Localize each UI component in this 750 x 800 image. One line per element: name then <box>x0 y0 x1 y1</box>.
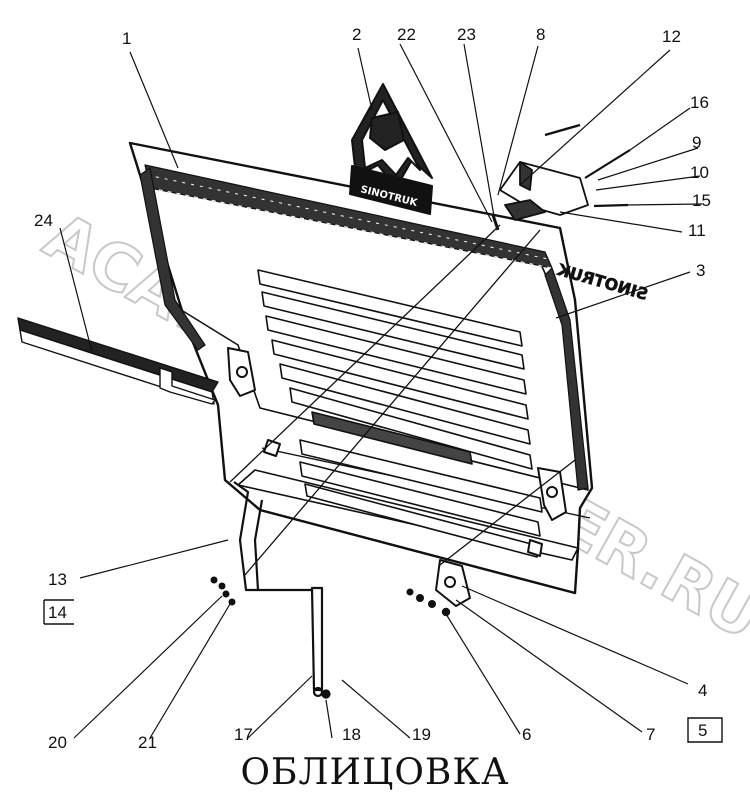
leader-lines <box>59 43 703 739</box>
support-rod <box>233 481 331 699</box>
callout-18: 18 <box>342 725 361 744</box>
callout-3: 3 <box>696 261 705 280</box>
callout-19: 19 <box>412 725 431 744</box>
right-hinge <box>527 467 567 557</box>
callout-17: 17 <box>234 725 253 744</box>
callout-1: 1 <box>122 29 131 48</box>
callout-labels: 1 2 22 23 8 12 16 9 10 15 11 3 24 13 14 … <box>34 25 711 752</box>
callout-12: 12 <box>662 27 681 46</box>
callout-23: 23 <box>457 25 476 44</box>
callout-4: 4 <box>698 681 707 700</box>
seal-strip <box>17 317 219 405</box>
callout-14: 14 <box>48 603 67 622</box>
callout-10: 10 <box>690 163 709 182</box>
callout-9: 9 <box>692 133 701 152</box>
callout-21: 21 <box>138 733 157 752</box>
fasteners <box>210 576 236 606</box>
callout-2: 2 <box>352 25 361 44</box>
callout-7: 7 <box>646 725 655 744</box>
callout-15: 15 <box>692 191 711 210</box>
callout-24: 24 <box>34 211 53 230</box>
callout-markers <box>43 599 723 743</box>
callout-13: 13 <box>48 570 67 589</box>
emblem: SINOTRUK <box>349 83 433 215</box>
lock-bracket <box>406 559 471 617</box>
callout-11: 11 <box>688 221 706 240</box>
left-hinge <box>227 347 281 457</box>
latch-bracket <box>491 123 631 231</box>
callout-16: 16 <box>690 93 709 112</box>
callout-8: 8 <box>536 25 545 44</box>
assembly-lines <box>229 224 576 576</box>
callout-6: 6 <box>522 725 531 744</box>
grille-slats <box>257 269 543 558</box>
callout-20: 20 <box>48 733 67 752</box>
page-title: ОБЛИЦОВКА <box>240 752 510 793</box>
callout-5: 5 <box>698 721 707 740</box>
callout-22: 22 <box>397 25 416 44</box>
